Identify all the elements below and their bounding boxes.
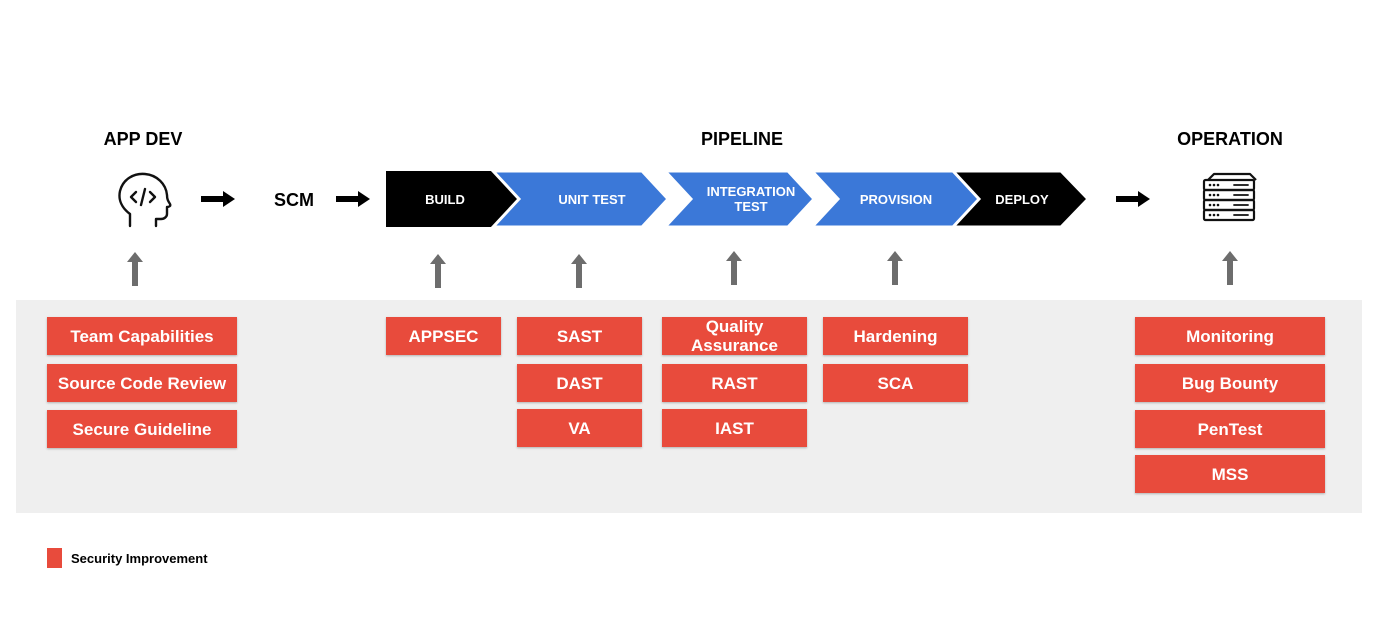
up-arrow-icon [1222,251,1238,285]
security-item-pentest: PenTest [1135,410,1325,448]
right-arrow-icon [336,191,370,207]
security-item-secure-guideline: Secure Guideline [47,410,237,448]
right-arrow-icon [201,191,235,207]
security-item-team-capabilities: Team Capabilities [47,317,237,355]
up-arrow-icon [726,251,742,285]
security-item-hardening: Hardening [823,317,968,355]
up-arrow-icon [887,251,903,285]
security-item-va: VA [517,409,642,447]
stage-provision-label: PROVISION [859,191,933,207]
up-arrow-icon [430,254,446,288]
security-item-iast: IAST [662,409,807,447]
security-item-bug-bounty: Bug Bounty [1135,364,1325,402]
stage-integration-test-shape [661,169,817,229]
stage-deploy-label: DEPLOY [995,191,1049,207]
security-item-rast: RAST [662,364,807,402]
stage-unit-test-shape [489,169,671,229]
security-item-monitoring: Monitoring [1135,317,1325,355]
legend-label: Security Improvement [71,551,208,566]
pipeline-heading: PIPELINE [700,129,784,149]
legend-swatch [47,548,62,568]
stage-build-label: BUILD [425,191,465,207]
stage-deploy-shape [949,169,1091,229]
scm-label: SCM [274,190,314,210]
security-item-appsec: APPSEC [386,317,501,355]
server-rack-icon [1202,172,1257,222]
operation-heading: OPERATION [1177,129,1283,149]
stage-unit-test-label: UNIT TEST [558,191,626,207]
stage-integration-test-label: INTEGRATION TEST [706,184,796,214]
security-item-sca: SCA [823,364,968,402]
developer-head-code-icon [118,172,172,228]
app-dev-heading: APP DEV [103,129,183,149]
security-item-source-code-review: Source Code Review [47,364,237,402]
security-item-quality-assurance: Quality Assurance [662,317,807,355]
security-item-mss: MSS [1135,455,1325,493]
stage-build-shape [386,171,519,227]
up-arrow-icon [571,254,587,288]
security-item-sast: SAST [517,317,642,355]
right-arrow-icon [1116,191,1150,207]
up-arrow-icon [127,252,143,286]
security-item-dast: DAST [517,364,642,402]
